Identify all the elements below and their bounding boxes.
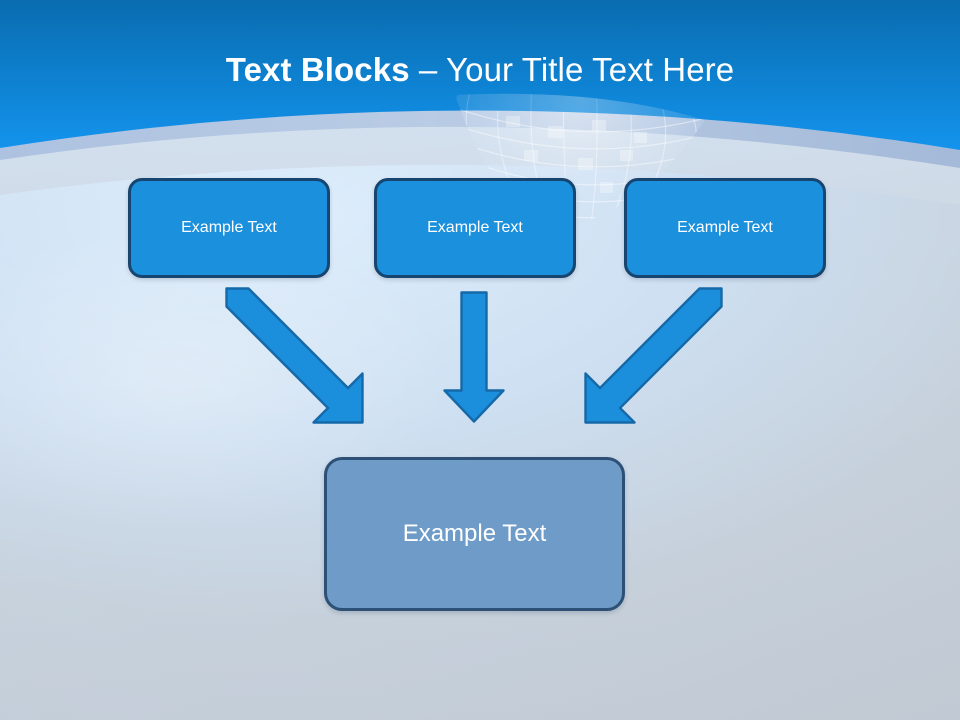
diagram-node-4[interactable]: Example Text	[324, 457, 625, 611]
diagram-node-3[interactable]: Example Text	[624, 178, 826, 278]
arrow-right	[584, 287, 723, 424]
diagram-node-3-label: Example Text	[677, 219, 773, 236]
arrow-middle	[443, 291, 505, 423]
slide-title-strong: Text Blocks	[225, 51, 410, 88]
slide-title: Text Blocks – Your Title Text Here	[0, 50, 960, 90]
arrow-left	[225, 287, 364, 424]
diagram-node-2[interactable]: Example Text	[374, 178, 576, 278]
slide-title-rest: – Your Title Text Here	[409, 51, 735, 88]
diagram-node-1[interactable]: Example Text	[128, 178, 330, 278]
diagram-node-4-label: Example Text	[402, 520, 547, 547]
diagram-node-1-label: Example Text	[181, 219, 277, 236]
diagram-node-2-label: Example Text	[427, 219, 523, 236]
